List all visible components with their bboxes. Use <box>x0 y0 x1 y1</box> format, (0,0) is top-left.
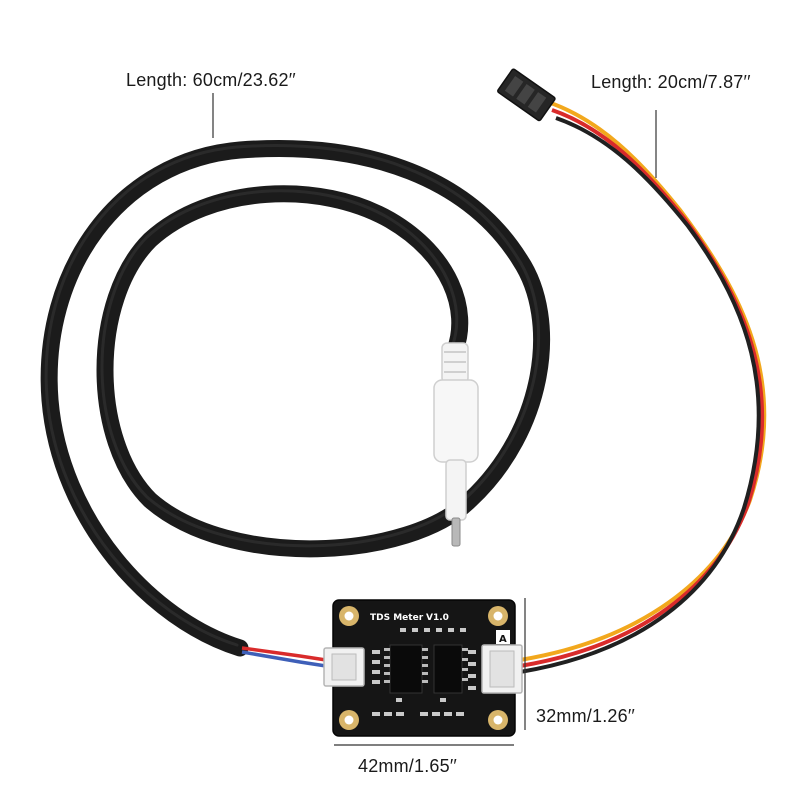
pin-marker: A <box>499 634 507 645</box>
board-version: V1.0 <box>426 613 449 623</box>
dimension-lines <box>212 93 657 746</box>
board-title: TDS Meter <box>370 613 424 623</box>
probe-cable-length-label: Length: 60cm/23.62′′ <box>126 70 296 90</box>
probe-cable-wires <box>241 646 327 668</box>
right-jst-connector <box>481 644 523 694</box>
signal-cable <box>519 100 767 674</box>
left-jst-connector <box>323 647 365 687</box>
mounting-hole <box>339 606 359 626</box>
smd-components <box>372 628 476 716</box>
signal-cable-length-label: Length: 20cm/7.87′′ <box>591 72 751 92</box>
mounting-hole <box>488 606 508 626</box>
tds-meter-board: TDS Meter V1.0 A <box>323 599 523 737</box>
board-height-label: 32mm/1.26′′ <box>536 706 635 726</box>
ic-chip <box>433 644 468 694</box>
probe-cable <box>40 139 551 657</box>
mounting-hole <box>488 710 508 730</box>
dupont-connector <box>497 68 556 122</box>
mounting-hole <box>339 710 359 730</box>
ic-chip <box>384 644 428 694</box>
board-width-label: 42mm/1.65′′ <box>358 756 457 776</box>
probe-tip <box>433 342 479 547</box>
